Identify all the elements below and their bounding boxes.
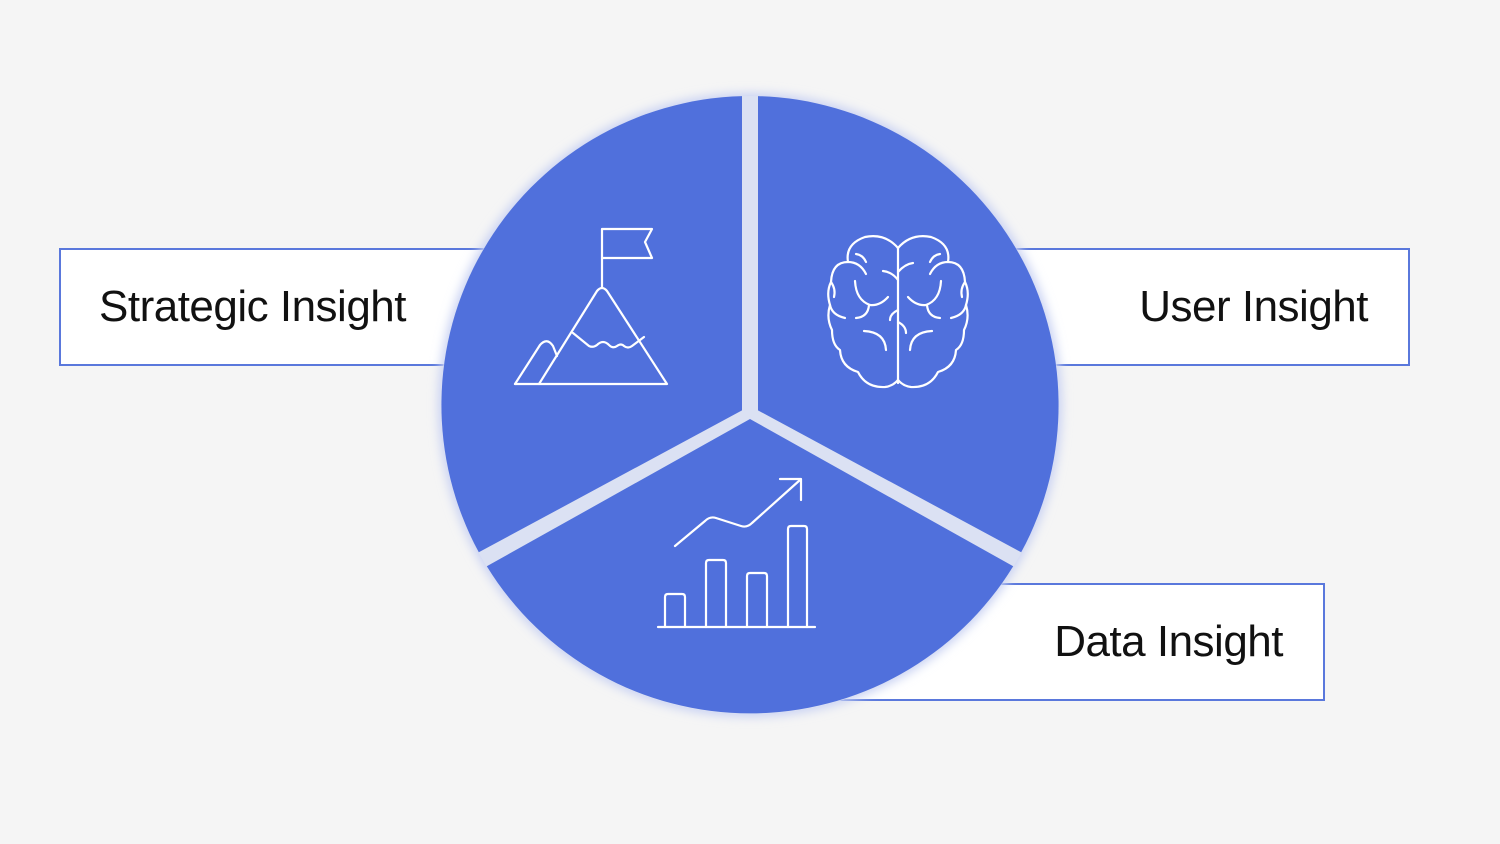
segment-user [758,96,1059,553]
data-insight-label: Data Insight [1054,617,1283,666]
strategic-insight-label-box: Strategic Insight [59,248,499,366]
mountain-flag-icon [513,227,669,386]
bar-chart-trend-icon [656,477,817,629]
user-insight-label-box: User Insight [1000,248,1410,366]
strategic-insight-label: Strategic Insight [99,282,407,331]
brain-icon [827,235,969,389]
segment-strategic [441,96,742,553]
segment-data [486,419,1014,714]
user-insight-label: User Insight [1139,282,1368,331]
